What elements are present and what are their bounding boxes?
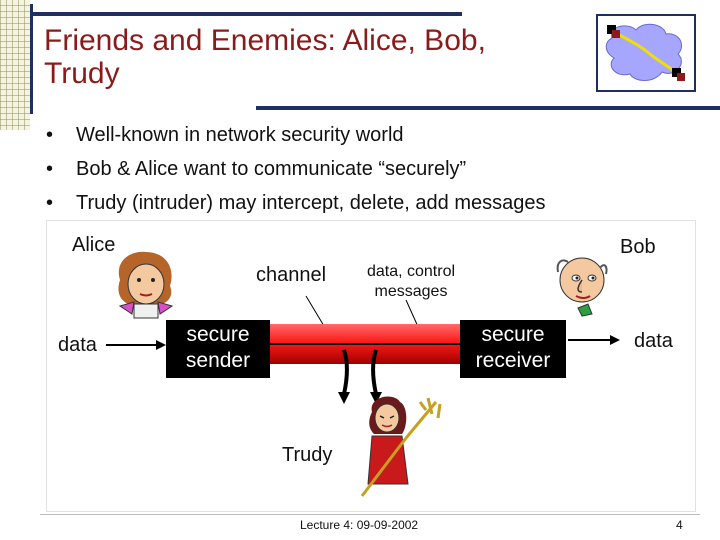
alice-label: Alice (72, 234, 116, 256)
bullet-item: • Bob & Alice want to communicate “secure… (46, 152, 545, 186)
bullet-list: • Well-known in network security world • B… (46, 118, 545, 220)
channel-label: channel (256, 264, 327, 286)
bullet-text: Bob & Alice want to communicate “securel… (76, 158, 467, 180)
bullet-item: • Trudy (intruder) may intercept, delete,… (46, 186, 545, 220)
secure-receiver-label: secure receiver (475, 323, 551, 372)
data-control-messages-label: data, control messages (366, 263, 456, 300)
bob-figure (556, 257, 608, 317)
bob-label: Bob (620, 236, 656, 258)
intercept-arrows (338, 349, 382, 404)
network-logo (596, 14, 696, 92)
decorative-top-bar (30, 12, 462, 16)
alice-figure (118, 251, 174, 319)
data-out-label: data (634, 330, 673, 352)
slide-title: Friends and Enemies: Alice, Bob, Trudy (44, 24, 486, 90)
decorative-middle-bar (256, 106, 720, 110)
page-number: 4 (676, 518, 683, 532)
bullet-text: Trudy (intruder) may intercept, delete, … (76, 192, 546, 214)
secure-sender-box: secure sender (166, 320, 270, 378)
communication-diagram (46, 220, 696, 512)
bullet-dot: • (46, 192, 54, 214)
decorative-vertical-bar (30, 4, 33, 114)
bullet-dot: • (46, 158, 54, 180)
footer-divider (40, 514, 700, 515)
trudy-label: Trudy (282, 444, 333, 466)
trudy-figure (360, 396, 442, 497)
secure-receiver-box: secure receiver (460, 320, 566, 378)
network-cloud-icon (605, 23, 685, 81)
bullet-item: • Well-known in network security world (46, 118, 545, 152)
bullet-text: Well-known in network security world (76, 124, 404, 146)
secure-sender-label: secure sender (185, 323, 251, 372)
decorative-checker-pattern (0, 0, 30, 130)
data-in-label: data (58, 334, 97, 356)
footer-lecture: Lecture 4: 09-09-2002 (300, 518, 419, 532)
bullet-dot: • (46, 124, 54, 146)
